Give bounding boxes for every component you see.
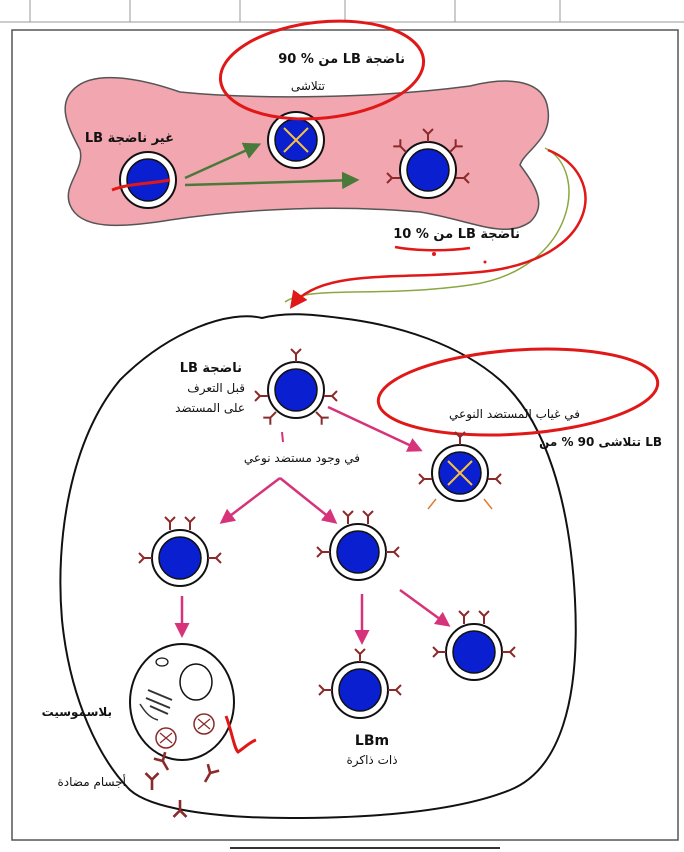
mature-lb-cell-node [255, 349, 337, 425]
label-mature-lb-2: قبل التعرف [187, 381, 245, 396]
label-90-fade: تتلاشى 90 % من LB [539, 435, 662, 449]
label-plasmocyte: بلاسموسيت [42, 705, 112, 720]
label-90-die: 90 % من LB ناضجة [278, 52, 405, 67]
grid-lines [0, 0, 684, 22]
lb-cell-side [433, 611, 515, 680]
label-immature-lb: LB غير ناضجة [85, 131, 174, 146]
activated-lb-cell-left [139, 517, 221, 586]
arrow-branch-right [280, 478, 335, 522]
label-presence-antigen: في وجود مستضد نوعي [244, 451, 360, 466]
arrow-to-dying-node [328, 407, 420, 450]
label-lbm: LBm [355, 733, 389, 749]
label-mature-lb-3: على المستضد [175, 401, 245, 415]
label-mature-lb-1: LB ناضجة [180, 361, 242, 376]
annotation-dot-2 [484, 261, 487, 264]
arrow-to-side-cell [400, 590, 448, 625]
label-memory: ذات ذاكرة [346, 753, 397, 768]
activated-lb-cell-right [317, 511, 399, 580]
arrow-branch-left [222, 478, 280, 522]
tick-mark [282, 432, 283, 442]
dying-lb-cell-top [268, 112, 324, 168]
lbm-cell [319, 649, 401, 718]
dying-lb-cell-node [419, 432, 501, 509]
antibodies [146, 752, 220, 817]
label-10-mature: 10 % من LB ناضجة [393, 227, 520, 242]
annotation-underline-10 [395, 247, 470, 250]
label-antibodies: أجسام مضادة [58, 774, 126, 789]
label-90-die-2: تتلاشى [291, 79, 325, 93]
annotation-circle-absence [375, 340, 660, 443]
annotation-dot [432, 252, 436, 256]
plasmocyte-cell [130, 644, 234, 760]
label-absence-antigen: في غياب المستضد النوعي [449, 407, 580, 422]
